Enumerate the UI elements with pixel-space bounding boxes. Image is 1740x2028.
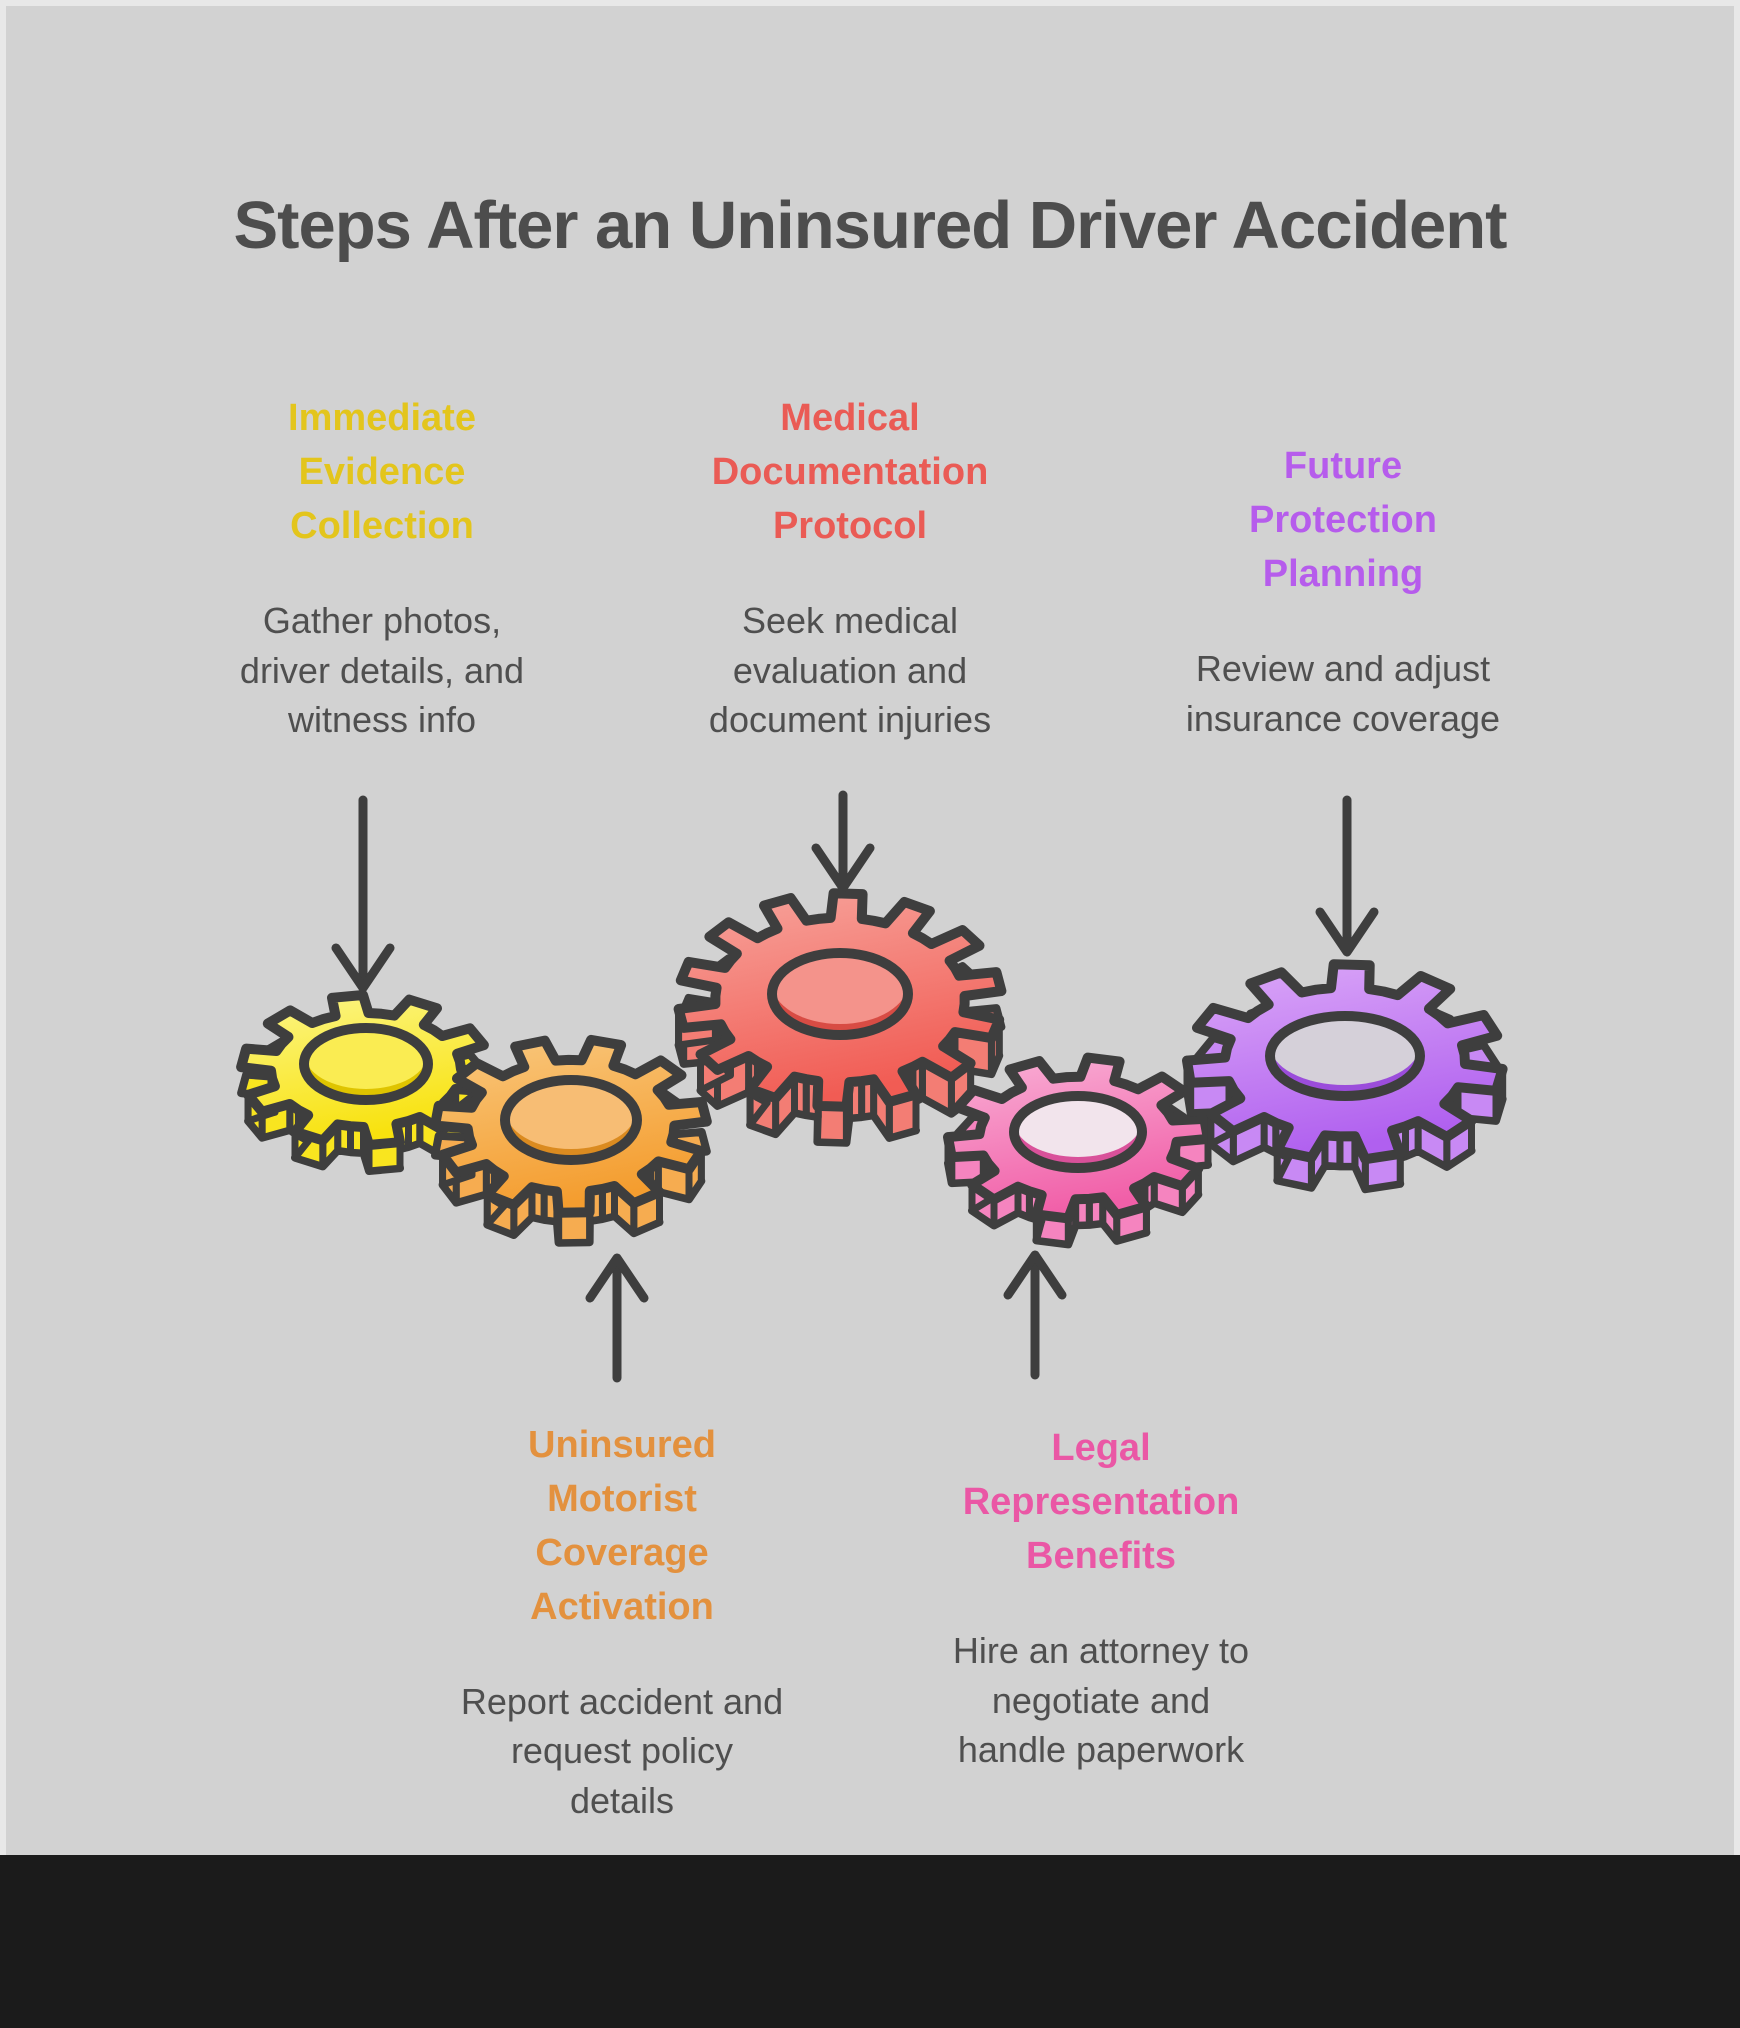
flow-arrow-up [1003,1250,1067,1380]
step-heading: Immediate Evidence Collection [288,397,476,547]
flow-arrow-down [331,795,395,993]
step-uninsured-motorist-coverage-activation: Uninsured Motorist Coverage Activation R… [452,1419,792,1826]
footer-bar [0,1855,1740,2028]
flow-arrow-down [811,790,875,893]
step-future-protection-planning: Future Protection Planning Review and ad… [1173,440,1513,743]
gear-purple [1182,959,1508,1194]
step-description: Seek medical evaluation and document inj… [708,599,992,741]
step-heading: Future Protection Planning [1249,445,1437,595]
gear-pink [943,1052,1213,1249]
step-description: Report accident and request policy detai… [460,1680,784,1822]
gear-red [673,888,1007,1147]
step-immediate-evidence-collection: Immediate Evidence Collection Gather pho… [212,392,552,745]
flow-arrow-up [585,1253,649,1383]
gear-orange [430,1034,712,1247]
page-title: Steps After an Uninsured Driver Accident [233,188,1507,263]
step-description: Gather photos, driver details, and witne… [239,599,525,741]
step-medical-documentation-protocol: Medical Documentation Protocol Seek medi… [680,392,1020,745]
flow-arrow-down [1315,795,1379,957]
step-description: Review and adjust insurance coverage [1185,647,1501,739]
step-heading: Medical Documentation Protocol [711,397,989,547]
step-heading: Uninsured Motorist Coverage Activation [528,1424,716,1628]
step-description: Hire an attorney to negotiate and handle… [952,1629,1250,1771]
step-heading: Legal Representation Benefits [962,1427,1240,1577]
step-legal-representation-benefits: Legal Representation Benefits Hire an at… [931,1422,1271,1775]
